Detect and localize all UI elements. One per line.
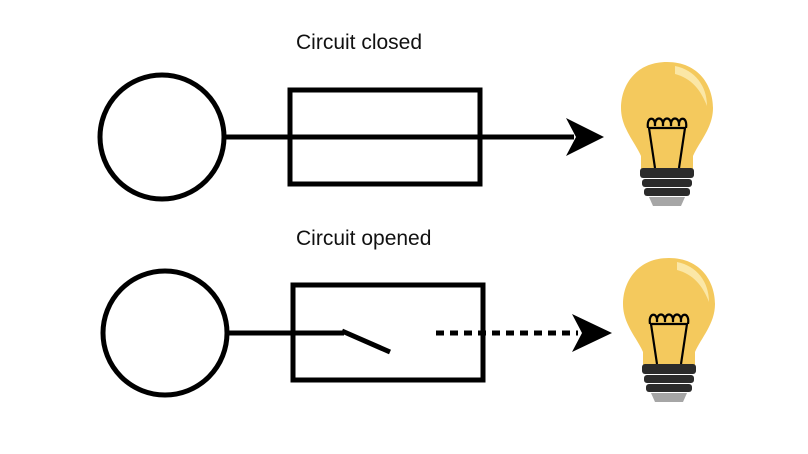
closed-arrow-head-icon — [566, 118, 604, 156]
opened-power-source-icon — [100, 268, 230, 398]
circuit-opened-label: Circuit opened — [296, 227, 432, 250]
opened-arrow-head-icon — [572, 314, 612, 352]
closed-light-bulb-icon — [619, 60, 715, 208]
opened-circuit — [100, 256, 717, 404]
open-switch-lever-icon — [340, 328, 392, 355]
circuit-closed-label: Circuit closed — [296, 31, 423, 54]
opened-light-bulb-icon — [621, 256, 717, 404]
closed-power-source-icon — [97, 72, 227, 202]
closed-circuit — [97, 60, 715, 208]
